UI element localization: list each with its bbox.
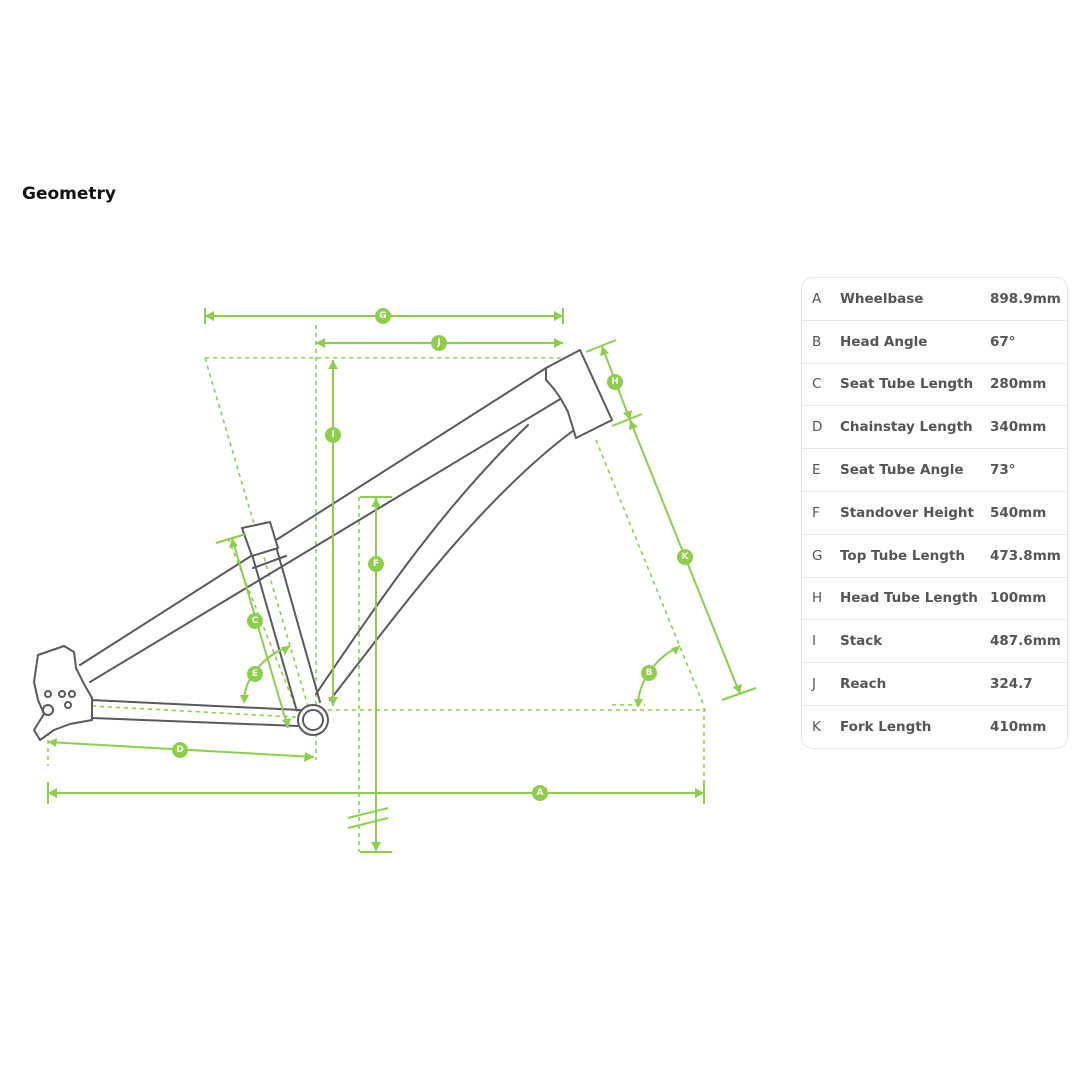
- table-row: E Seat Tube Angle 73°: [802, 449, 1067, 492]
- badge-b: B: [641, 665, 657, 681]
- row-value: 540mm: [990, 504, 1047, 521]
- row-value: 410mm: [990, 718, 1047, 735]
- badge-a: A: [532, 785, 548, 801]
- badge-j: J: [431, 335, 447, 351]
- badge-letter-h: H: [611, 377, 619, 387]
- badge-g: G: [375, 308, 391, 324]
- row-name: Head Tube Length: [840, 590, 978, 607]
- badge-letter-f: F: [373, 559, 379, 569]
- row-name: Top Tube Length: [840, 547, 966, 564]
- row-letter: G: [812, 547, 823, 564]
- row-name: Standover Height: [840, 504, 974, 521]
- dimension-lines: [47, 308, 757, 853]
- row-value: 280mm: [990, 376, 1047, 393]
- row-letter: B: [812, 333, 822, 350]
- badge-f: F: [368, 556, 384, 572]
- badge-letter-c: C: [252, 616, 259, 626]
- badge-d: D: [172, 742, 188, 758]
- badge-e: E: [247, 666, 263, 682]
- table-row: B Head Angle 67°: [802, 321, 1067, 364]
- row-name: Fork Length: [840, 718, 932, 735]
- row-name: Chainstay Length: [840, 419, 973, 436]
- row-value: 487.6mm: [990, 633, 1061, 650]
- row-name: Stack: [840, 633, 883, 650]
- geometry-table: A Wheelbase 898.9mm B Head Angle 67° C S…: [801, 277, 1068, 749]
- badge-letter-k: K: [682, 552, 690, 562]
- row-letter: E: [812, 462, 821, 479]
- table-row: A Wheelbase 898.9mm: [802, 278, 1067, 321]
- table-row: I Stack 487.6mm: [802, 620, 1067, 664]
- bike-frame: [33, 349, 613, 741]
- row-name: Head Angle: [840, 333, 928, 350]
- row-letter: A: [812, 290, 822, 307]
- table-row: D Chainstay Length 340mm: [802, 406, 1067, 450]
- row-name: Seat Tube Angle: [840, 462, 964, 479]
- row-letter: K: [812, 718, 821, 735]
- row-value: 73°: [990, 462, 1016, 479]
- table-row: G Top Tube Length 473.8mm: [802, 535, 1067, 578]
- badge-letter-j: J: [436, 338, 440, 348]
- badge-letter-a: A: [537, 788, 544, 798]
- badge-letter-b: B: [646, 668, 653, 678]
- table-row: H Head Tube Length 100mm: [802, 578, 1067, 621]
- table-row: F Standover Height 540mm: [802, 492, 1067, 535]
- badge-letter-g: G: [379, 311, 386, 321]
- page-title: Geometry: [22, 184, 116, 204]
- badge-k: K: [677, 549, 693, 565]
- row-letter: D: [812, 419, 823, 436]
- badge-h: H: [607, 374, 623, 390]
- table-row: K Fork Length 410mm: [802, 706, 1067, 748]
- table-row: J Reach 324.7: [802, 663, 1067, 706]
- row-value: 340mm: [990, 419, 1047, 436]
- row-name: Seat Tube Length: [840, 376, 974, 393]
- row-value: 67°: [990, 333, 1016, 350]
- row-name: Wheelbase: [840, 290, 924, 307]
- row-letter: I: [812, 633, 816, 650]
- row-name: Reach: [840, 676, 887, 693]
- badge-c: C: [247, 613, 263, 629]
- badge-i: I: [325, 427, 341, 443]
- row-value: 473.8mm: [990, 547, 1061, 564]
- row-letter: H: [812, 590, 823, 607]
- badge-letter-d: D: [176, 745, 183, 755]
- row-value: 100mm: [990, 590, 1047, 607]
- row-letter: F: [812, 504, 820, 521]
- badge-letter-e: E: [252, 669, 258, 679]
- row-letter: J: [812, 676, 816, 693]
- row-value: 324.7: [990, 676, 1033, 693]
- row-letter: C: [812, 376, 822, 393]
- badge-letter-i: I: [331, 430, 334, 440]
- row-value: 898.9mm: [990, 290, 1061, 307]
- table-row: C Seat Tube Length 280mm: [802, 364, 1067, 407]
